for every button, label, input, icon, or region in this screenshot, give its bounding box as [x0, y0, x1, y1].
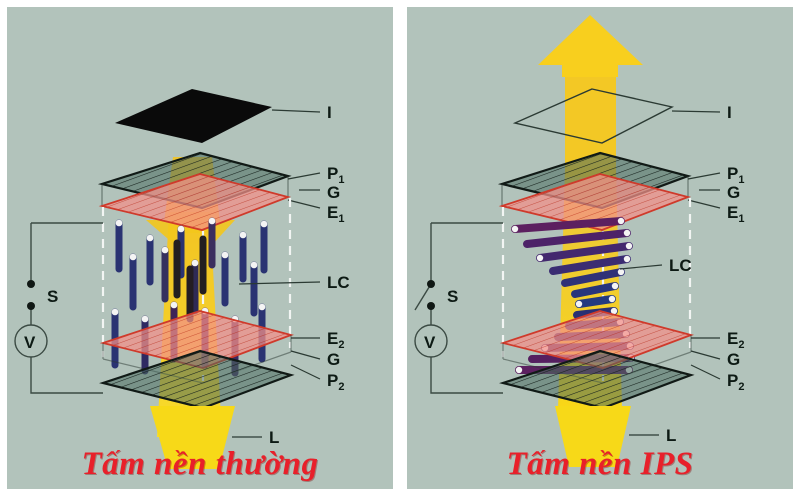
label-switch-S: S	[447, 287, 458, 306]
leaders-bottom-stack	[290, 337, 321, 380]
label-switch-S: S	[47, 287, 58, 306]
label-G-bottom: G	[327, 350, 340, 369]
label-LC: LC	[327, 273, 350, 292]
label-E2: E2	[327, 329, 344, 351]
label-P2: P2	[327, 371, 344, 393]
switch-lever[interactable]	[414, 283, 432, 311]
label-voltmeter-V: V	[24, 333, 36, 352]
label-P2: P2	[727, 371, 744, 393]
label-L: L	[666, 426, 676, 445]
label-voltmeter-V: V	[424, 333, 436, 352]
leader-LC	[238, 281, 321, 285]
label-G-top: G	[727, 183, 740, 202]
backlight-beam-L	[150, 406, 235, 469]
circuit	[14, 222, 103, 394]
label-LC: LC	[669, 256, 692, 275]
normal-panel-diagram: I P1 G E1	[7, 7, 393, 489]
label-E1: E1	[327, 203, 344, 225]
ips-panel-diagram: I P1 G E1	[407, 7, 793, 489]
label-I: I	[727, 103, 732, 122]
circuit	[414, 222, 503, 394]
aperture-plane-I	[115, 89, 272, 143]
leaders-top-stack	[687, 172, 721, 209]
normal-panel: I P1 G E1	[7, 7, 393, 489]
switch-node-bottom[interactable]	[27, 302, 35, 310]
label-G-bottom: G	[727, 350, 740, 369]
label-E2: E2	[727, 329, 744, 351]
plate-E1	[98, 173, 291, 231]
voltmeter-symbol	[14, 324, 48, 358]
aperture-plane-I	[512, 88, 675, 144]
switch-node-top[interactable]	[27, 280, 35, 288]
label-E1: E1	[727, 203, 744, 225]
ips-panel: I P1 G E1	[407, 7, 793, 489]
leader-LC	[619, 264, 663, 270]
label-G-top: G	[327, 183, 340, 202]
switch-node-bottom[interactable]	[427, 302, 435, 310]
cell-boundary-dashed	[501, 198, 692, 381]
backlight-beam-L	[555, 406, 631, 467]
voltmeter-symbol	[414, 324, 448, 358]
label-I: I	[327, 103, 332, 122]
label-P1: P1	[327, 164, 344, 186]
leader-I	[671, 110, 721, 113]
leaders-bottom-stack	[690, 337, 721, 380]
label-L: L	[269, 428, 279, 447]
label-P1: P1	[727, 164, 744, 186]
plate-E1	[498, 173, 691, 231]
switch-node-top[interactable]	[427, 280, 435, 288]
leaders-top-stack	[287, 172, 321, 209]
leader-I	[271, 109, 321, 113]
